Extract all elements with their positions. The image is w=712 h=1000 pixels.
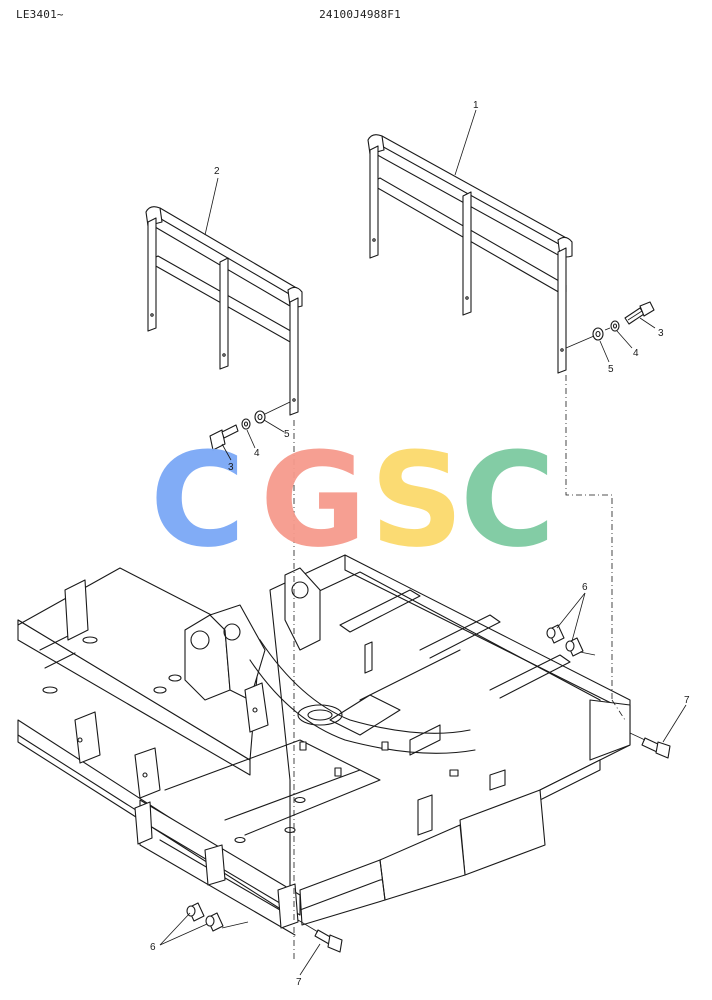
callout-4-left: 4 [254,448,260,459]
bushing-pair-left [186,902,249,932]
callout-1: 1 [473,100,479,111]
bolt-right [629,732,671,759]
callout-6-right: 6 [582,582,588,593]
callout-3-left: 3 [228,462,234,473]
cgsc-watermark-logo: C G S C [150,424,555,576]
callout-7-left: 7 [296,977,302,988]
bushing-pair-right [546,624,596,657]
model-code: LE3401~ [16,8,64,21]
upper-frame-structure [17,554,631,936]
callout-5-right: 5 [608,364,614,375]
watermark-letter-c-1: C [150,424,245,576]
callout-5-left: 5 [284,429,290,440]
callout-numbers: 1 2 3 4 5 3 4 5 6 7 6 7 [150,100,690,988]
callout-2: 2 [214,166,220,177]
assembly-centerlines [293,375,626,960]
handrail-1 [367,134,573,374]
callout-3-right: 3 [658,328,664,339]
hardware-set-rail-1 [565,301,655,349]
callout-6-left: 6 [150,942,156,953]
callout-7-right: 7 [684,695,690,706]
watermark-letter-c-2: C [460,424,555,576]
callout-leaders [159,109,687,976]
handrail-2 [145,206,303,416]
watermark-letter-g: G [260,424,367,576]
bolt-left [297,919,343,953]
watermark-letter-s: S [370,424,464,576]
hardware-set-rail-2 [209,401,291,451]
callout-4-right: 4 [633,348,639,359]
drawing-number: 24100J4988F1 [319,8,401,21]
